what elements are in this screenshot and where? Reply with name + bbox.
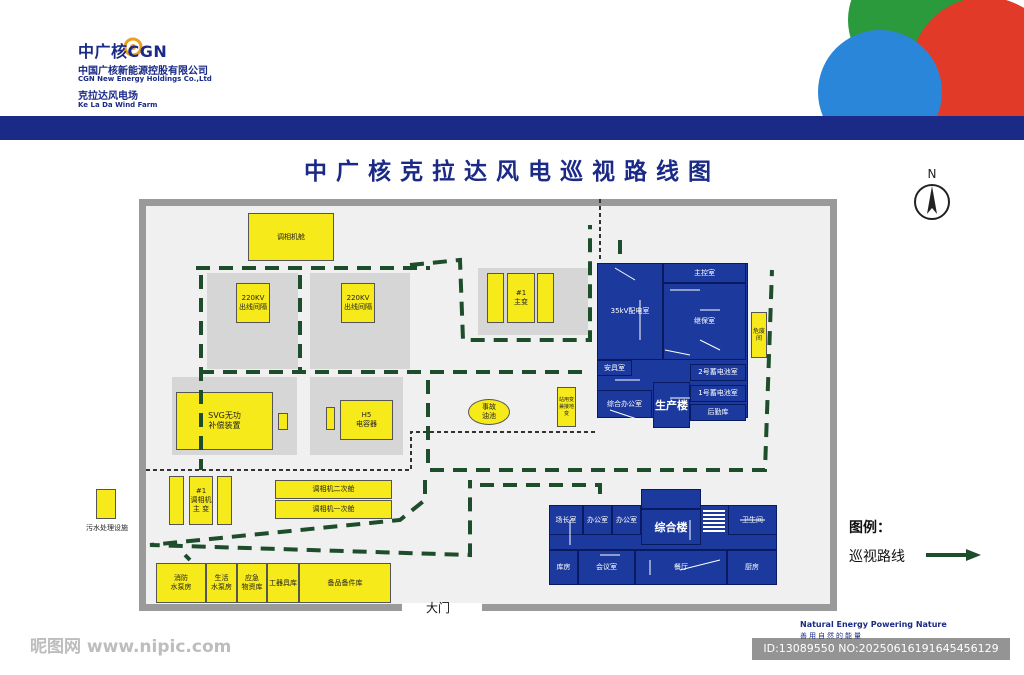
company-cn: 中国广核新能源控股有限公司 <box>78 66 208 77</box>
compass-icon: N <box>914 167 950 220</box>
room-director: 场长室 <box>549 505 583 535</box>
blue-circle-shape <box>818 30 942 140</box>
header-bar <box>0 116 1024 140</box>
brand-logo-text: 中广核CGN <box>78 42 168 61</box>
indoor-route-arrows <box>569 267 765 575</box>
room-main-control: 主控室 <box>663 263 746 283</box>
compass-n-label: N <box>928 167 937 181</box>
farm-en: Ke La Da Wind Farm <box>78 101 158 109</box>
main-gate-label: 大门 <box>426 601 451 615</box>
kv220-bay-1-box: 220KV 出线间隔 <box>236 283 270 323</box>
main-trans-left-box <box>487 273 504 323</box>
main-trans-right-box <box>537 273 554 323</box>
stairs-icon <box>703 510 725 532</box>
life-pump-box: 生活 水泵房 <box>206 563 237 603</box>
tx-main-trans-box: #1 调相机 主 变 <box>189 476 213 525</box>
room-storage: 库房 <box>549 550 578 585</box>
h5-small-box <box>326 407 335 430</box>
fire-pump-box: 消防 水泵房 <box>156 563 206 603</box>
tx-trans-right-box <box>217 476 232 525</box>
room-office: 综合办公室 <box>597 390 652 418</box>
inner-boundary-dashed <box>146 199 601 471</box>
h5-capacitor-box: H5 电容器 <box>340 400 393 440</box>
hazard-waste-box: 危废间 <box>751 312 767 358</box>
main-trans-box: #1 主变 <box>507 273 535 323</box>
room-office-1: 办公室 <box>583 505 612 535</box>
slogan-en: Natural Energy Powering Nature <box>800 620 947 629</box>
page-title: 中广核克拉达风电巡视路线图 <box>304 159 720 185</box>
kv220-bay-2-box: 220KV 出线间隔 <box>341 283 375 323</box>
room-kitchen: 厨房 <box>727 550 777 585</box>
complex-building-top <box>641 489 701 509</box>
secondary-cabin-box: 调相机二次舱 <box>275 480 392 499</box>
room-office-2: 办公室 <box>612 505 641 535</box>
emergency-box: 应急 物资库 <box>237 563 267 603</box>
tx-trans-left-box <box>169 476 184 525</box>
room-meeting: 会议室 <box>578 550 635 585</box>
production-building-name: 生产楼 <box>653 382 690 428</box>
sewage-label: 污水处理设施 <box>86 524 128 532</box>
tools-box: 工器具库 <box>267 563 299 603</box>
cgn-logo-icon <box>123 37 143 57</box>
legend-route-arrow-icon <box>926 549 981 561</box>
corner-decoration <box>818 0 1024 140</box>
legend-title: 图例： <box>849 520 891 536</box>
room-safety: 安具室 <box>597 360 632 376</box>
svg-compensator-box: SVG无功 补偿装置 <box>176 392 273 450</box>
room-battery-1: 1号蓄电池室 <box>690 385 746 402</box>
main-gate-opening <box>402 603 482 613</box>
farm-cn: 克拉达风电场 <box>78 91 138 102</box>
svg-small-box <box>278 413 288 430</box>
room-35kv: 35kV配电室 <box>597 263 663 360</box>
image-id-banner: ID:13089550 NO:20250616191645456129 <box>752 638 1010 660</box>
room-battery-2: 2号蓄电池室 <box>690 364 746 381</box>
company-en: CGN New Energy Holdings Co.,Ltd <box>78 75 212 83</box>
sewage-box <box>96 489 116 519</box>
oil-pool-box: 事故 油池 <box>468 399 510 425</box>
spares-box: 备品备件库 <box>299 563 391 603</box>
room-relay: 继保室 <box>663 283 746 360</box>
watermark: 昵图网 www.nipic.com <box>30 637 232 657</box>
slogan-cn: 善用自然的能量 <box>800 632 863 640</box>
station-trans-box: 站用变 兼接地变 <box>557 387 576 427</box>
legend-route-label: 巡视路线 <box>849 549 905 565</box>
primary-cabin-box: 调相机一次舱 <box>275 500 392 519</box>
tiaoxiangjicang-box: 调相机舱 <box>248 213 334 261</box>
room-logistics: 后勤库 <box>690 404 746 421</box>
complex-building-name: 综合楼 <box>641 509 701 545</box>
patrol-route-lines <box>149 225 774 562</box>
